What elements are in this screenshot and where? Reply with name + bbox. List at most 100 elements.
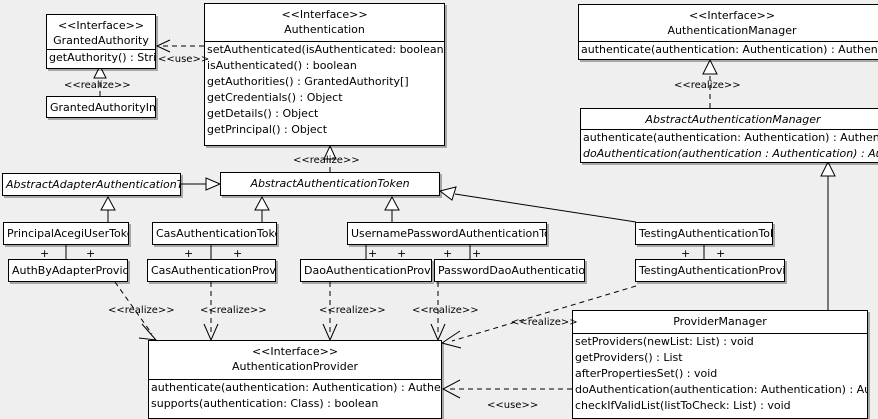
operation-row: getAuthorities() : GrantedAuthority[] (207, 75, 409, 88)
plus-marker: + (184, 247, 194, 260)
class-testing-authentication-token[interactable]: TestingAuthenticationToken (635, 222, 773, 245)
operations-compartment-authentication-provider: authenticate(authentication: Authenticat… (149, 379, 441, 412)
operation-row: authenticate(authentication: Authenticat… (581, 43, 878, 56)
class-name-label: CasAuthenticationProvider (151, 264, 275, 277)
connector-label-realize-authentication-manager: <<realize>> (674, 80, 741, 91)
arrowhead-generalize-testing-token (438, 186, 457, 201)
plus-marker: + (472, 247, 482, 260)
plus-marker: + (233, 247, 243, 260)
class-header-authentication-manager: <<Interface>> AuthenticationManager (579, 5, 878, 41)
class-name-label: DaoAuthenticationProvider (304, 264, 431, 277)
plus-marker: + (368, 247, 378, 260)
class-dao-authentication-provider[interactable]: DaoAuthenticationProvider (300, 259, 432, 282)
plus-marker: + (443, 247, 453, 260)
class-name-label: TestingAuthenticationToken (639, 227, 772, 240)
class-principal-acegi-user-token[interactable]: PrincipalAcegiUserToken (3, 222, 129, 245)
class-name-label: AbstractAdapterAuthenticationToken (6, 178, 180, 191)
operation-row: checkIfValidList(listToCheck: List) : vo… (575, 399, 791, 412)
class-name-label: AuthenticationProvider (231, 360, 359, 373)
connector-label-use-granted-authority: <<use>> (158, 54, 210, 65)
arrowhead-generalize-provider-manager (820, 160, 836, 177)
class-name-label: AbstractAuthenticationToken (250, 177, 410, 190)
class-cas-authentication-provider[interactable]: CasAuthenticationProvider (147, 259, 276, 282)
class-name-label: Authentication (284, 23, 365, 36)
class-abstract-authentication-token[interactable]: AbstractAuthenticationToken (220, 172, 440, 196)
operation-row: getProviders() : List (575, 351, 683, 364)
class-authentication-manager[interactable]: <<Interface>> AuthenticationManager auth… (578, 4, 878, 60)
class-abstract-adapter-authentication-token[interactable]: AbstractAdapterAuthenticationToken (2, 173, 181, 196)
operation-row: isAuthenticated() : boolean (207, 59, 357, 72)
operation-row: authenticate(authentication: Authenticat… (583, 131, 878, 144)
operation-row: getPrincipal() : Object (207, 123, 328, 136)
arrowhead-generalize-cas-token (254, 195, 270, 211)
operations-compartment-abstract-authentication-manager: authenticate(authentication: Authenticat… (581, 129, 878, 162)
class-header-abstract-authentication-manager: AbstractAuthenticationManager (581, 109, 878, 129)
class-name-label: TestingAuthenticationProvider (639, 264, 784, 277)
plus-marker: + (681, 247, 691, 260)
plus-marker: + (397, 247, 407, 260)
plus-marker: + (40, 247, 50, 260)
class-abstract-authentication-manager[interactable]: AbstractAuthenticationManager authentica… (580, 108, 878, 163)
operation-row: authenticate(authentication: Authenticat… (151, 381, 441, 394)
class-granted-authority-impl[interactable]: GrantedAuthorityImpl (46, 96, 156, 118)
class-header-granted-authority: <<Interface>> GrantedAuthority (47, 15, 155, 49)
class-auth-by-adapter-provider[interactable]: AuthByAdapterProvider (8, 259, 128, 282)
class-header-authentication: <<Interface>> Authentication (205, 4, 444, 41)
class-name-label: PrincipalAcegiUserToken (7, 227, 128, 240)
operation-row: setProviders(newList: List) : void (575, 335, 754, 348)
connector-label-realize-granted-authority-impl: <<realize>> (64, 80, 131, 91)
operation-row: setAuthenticated(isAuthenticated: boolea… (207, 43, 444, 56)
class-authentication-provider[interactable]: <<Interface>> AuthenticationProvider aut… (148, 340, 442, 419)
arrowhead-use-provider-manager (441, 379, 461, 399)
stereotype-label: <<Interface>> (57, 19, 145, 32)
class-testing-authentication-provider[interactable]: TestingAuthenticationProvider (635, 259, 785, 282)
operation-row: supports(authentication: Class) : boolea… (151, 397, 379, 410)
arrowhead-realize-dao-provider (322, 323, 338, 342)
operations-compartment-authentication-manager: authenticate(authentication: Authenticat… (579, 41, 878, 58)
class-name-label: CasAuthenticationToken (156, 227, 276, 240)
class-authentication[interactable]: <<Interface>> Authentication setAuthenti… (204, 3, 445, 146)
arrowhead-realize-authentication-manager (702, 58, 718, 75)
class-name-label: GrantedAuthorityImpl (50, 101, 155, 114)
class-name-label: AuthenticationManager (667, 24, 797, 37)
class-name-label: PasswordDaoAuthenticationProvider (438, 264, 584, 277)
connector-label-realize-cas-provider: <<realize>> (200, 305, 267, 316)
operation-row: getAuthority() : String (49, 51, 155, 64)
class-password-dao-authentication-provider[interactable]: PasswordDaoAuthenticationProvider (434, 259, 585, 282)
stereotype-label: <<Interface>> (281, 8, 368, 21)
operation-row: doAuthentication(authentication : Authen… (583, 147, 878, 160)
connector-label-realize-password-dao-provider: <<realize>> (412, 305, 479, 316)
connector-label-use-provider-manager: <<use>> (487, 400, 539, 411)
class-name-label: AuthByAdapterProvider (12, 264, 127, 277)
operation-row: afterPropertiesSet() : void (575, 367, 718, 380)
plus-marker: + (716, 247, 726, 260)
arrowhead-realize-cas-provider (203, 323, 219, 342)
operation-row: getDetails() : Object (207, 107, 319, 120)
class-name-label: UsernamePasswordAuthenticationToken (351, 227, 546, 240)
connector-label-realize-authentication: <<realize>> (293, 155, 360, 166)
plus-marker: + (86, 247, 96, 260)
class-provider-manager[interactable]: ProviderManager setProviders(newList: Li… (572, 310, 868, 419)
class-name-label: GrantedAuthority (53, 34, 149, 47)
class-cas-authentication-token[interactable]: CasAuthenticationToken (152, 222, 277, 245)
arrowhead-realize-authbyadapter (138, 323, 158, 341)
arrowhead-realize-passworddao-provider (430, 323, 446, 342)
operations-compartment-granted-authority: getAuthority() : String (47, 49, 155, 66)
class-name-label: ProviderManager (673, 315, 767, 328)
class-granted-authority[interactable]: <<Interface>> GrantedAuthority getAuthor… (46, 14, 156, 69)
edge-generalize-testing-token (454, 193, 637, 223)
arrowhead-generalize-principal-token (100, 195, 116, 211)
class-header-authentication-provider: <<Interface>> AuthenticationProvider (149, 341, 441, 379)
stereotype-label: <<Interface>> (251, 345, 339, 358)
stereotype-label: <<Interface>> (688, 9, 776, 22)
class-username-password-authentication-token[interactable]: UsernamePasswordAuthenticationToken (347, 222, 547, 245)
class-header-provider-manager: ProviderManager (573, 311, 867, 333)
connector-label-realize-dao-provider: <<realize>> (319, 305, 386, 316)
class-name-label: AbstractAuthenticationManager (645, 113, 821, 126)
arrowhead-realize-testing-provider (440, 330, 462, 349)
connector-label-realize-provider-manager: <<realize>> (511, 317, 578, 328)
connector-label-realize-auth-by-adapter-provider: <<realize>> (108, 305, 175, 316)
operations-compartment-authentication: setAuthenticated(isAuthenticated: boolea… (205, 41, 444, 138)
operation-row: doAuthentication(authentication: Authent… (575, 383, 867, 396)
